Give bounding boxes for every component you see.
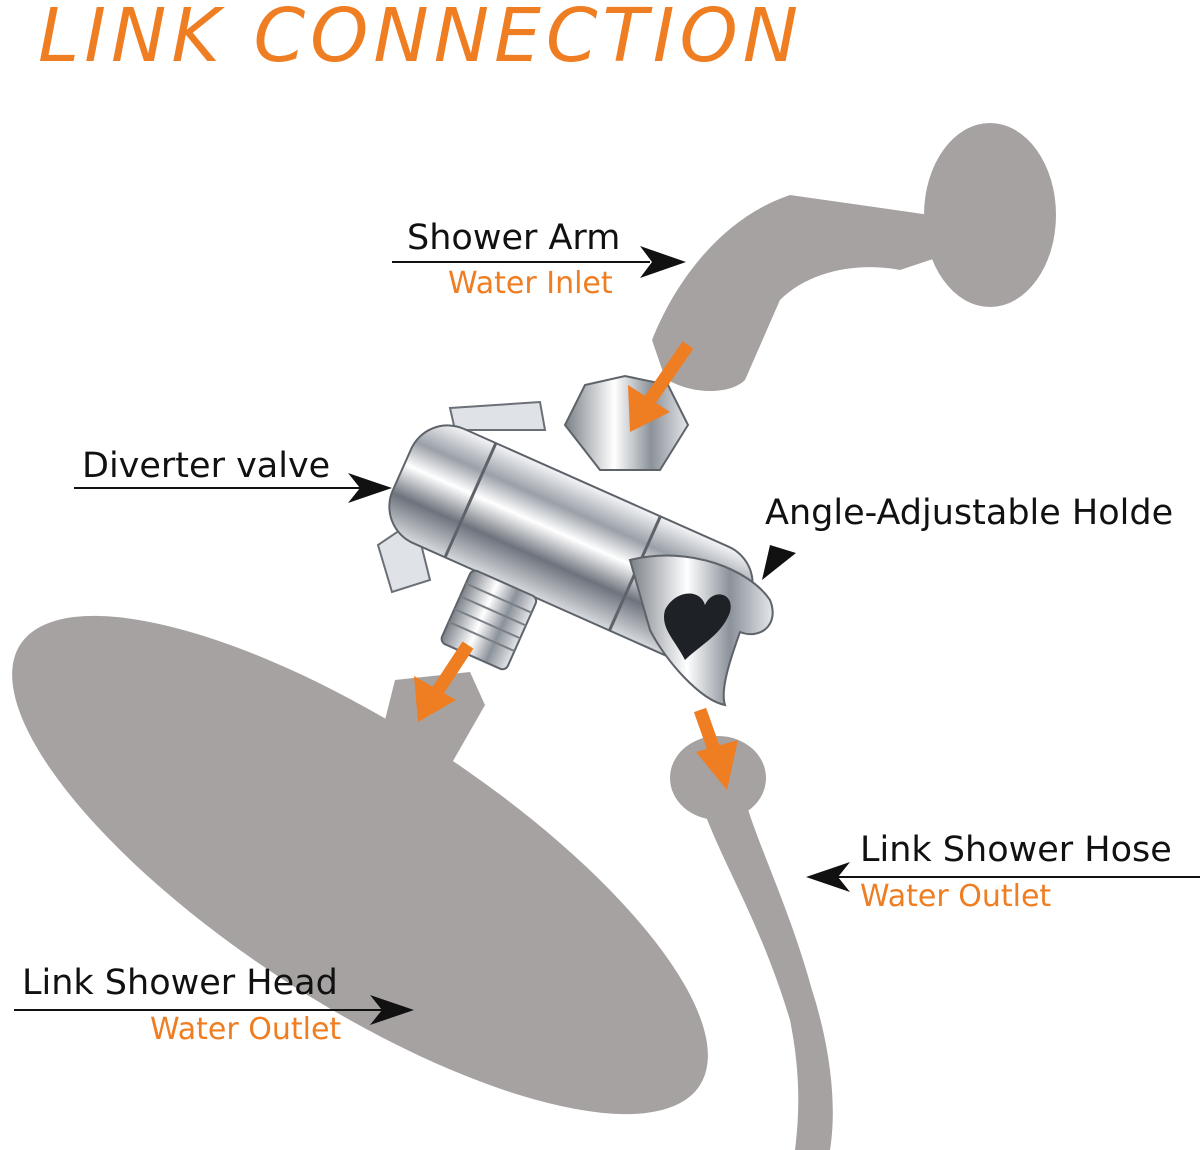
shower-arm-sublabel: Water Inlet — [448, 266, 613, 301]
flow-arrow-head-outlet — [414, 641, 474, 722]
pointer-shower-arm — [392, 246, 686, 278]
pointer-shower-hose — [806, 862, 1200, 892]
diverter-valve-label: Diverter valve — [82, 446, 331, 486]
shower-hose-sublabel: Water Outlet — [860, 879, 1052, 914]
shower-arm-shape — [652, 123, 1056, 392]
diverter-valve-shape — [376, 374, 774, 707]
flow-arrow-inlet — [628, 341, 694, 432]
shower-head-shape — [12, 615, 708, 1115]
pointer-diverter-valve — [74, 473, 392, 503]
shower-arm-label: Shower Arm — [407, 218, 621, 258]
shower-head-label: Link Shower Head — [22, 963, 338, 1003]
page-title: LINK CONNECTION — [38, 0, 804, 79]
flow-arrow-hose-outlet — [693, 707, 738, 790]
pointer-holder — [762, 545, 796, 580]
shower-head-sublabel: Water Outlet — [150, 1012, 342, 1047]
shower-hose-label: Link Shower Hose — [860, 830, 1172, 870]
holder-label: Angle-Adjustable Holde — [765, 493, 1174, 533]
pointer-shower-head — [14, 995, 414, 1025]
